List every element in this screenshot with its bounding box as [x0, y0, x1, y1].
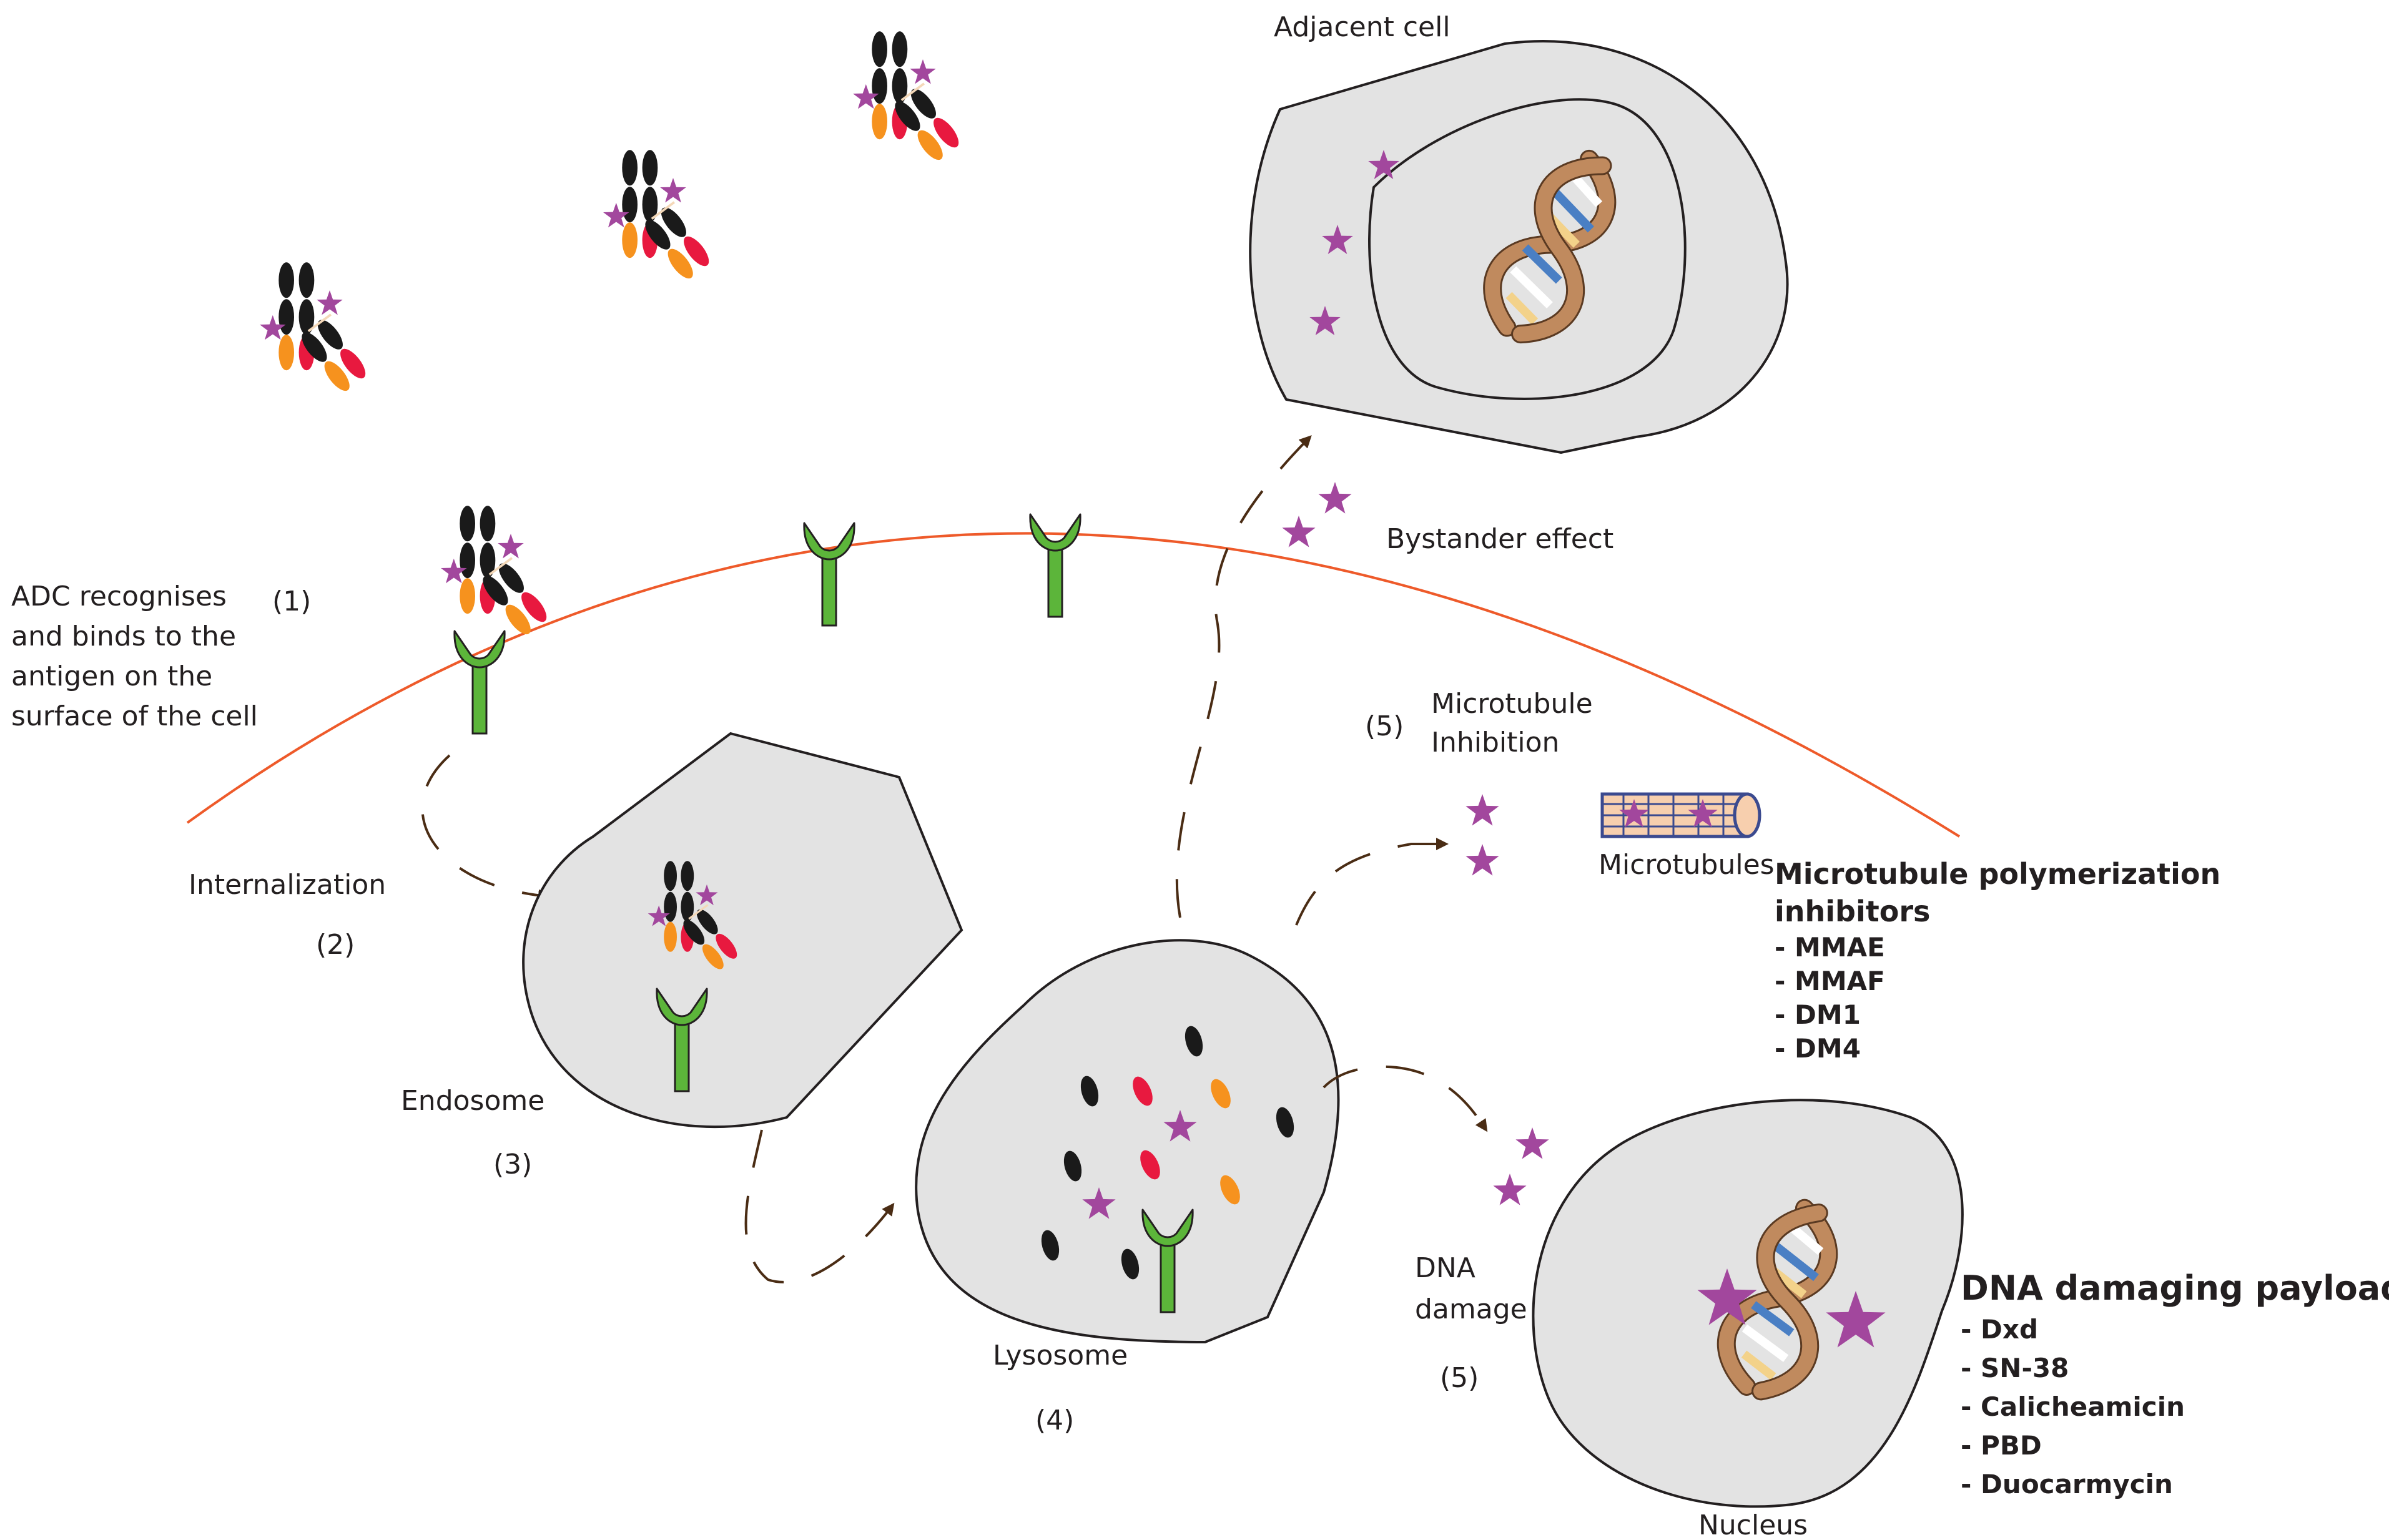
dna-damage-label: DNA damage	[1415, 1252, 1527, 1325]
svg-text:and binds to the: and binds to the	[11, 620, 236, 652]
dna-payloads-heading: DNA damaging payloads	[1961, 1268, 2389, 1308]
step5a-number: (5)	[1365, 710, 1404, 742]
dna-payload-item: - PBD	[1961, 1430, 2042, 1461]
cell-membrane	[186, 532, 1961, 838]
step1-description: ADC recognises and binds to the antigen …	[11, 581, 258, 732]
svg-text:antigen on the: antigen on the	[11, 660, 212, 692]
microtubule-inhibitors-heading: Microtubule polymerization	[1775, 857, 2220, 891]
microtubule-inhibitors-heading: inhibitors	[1775, 895, 1930, 928]
released-payload	[1493, 1174, 1527, 1205]
adjacent-cell-label: Adjacent cell	[1274, 11, 1451, 43]
bystander-label: Bystander effect	[1386, 523, 1613, 555]
step2-number: (2)	[316, 929, 355, 961]
internalization-arrow	[421, 754, 551, 902]
internalization-label: Internalization	[189, 869, 386, 901]
microtubule-arrow	[1295, 838, 1449, 926]
dna-payload-item: - Duocarmycin	[1961, 1469, 2173, 1499]
microtubule-inhibitor-item: - DM4	[1775, 1033, 1861, 1064]
bystander-arrow	[1175, 435, 1312, 918]
svg-text:surface of the cell: surface of the cell	[11, 700, 258, 732]
adc-bound-antibody	[441, 506, 551, 638]
adc-antibody	[603, 150, 713, 282]
dna-payload-item: - Dxd	[1961, 1314, 2038, 1345]
microtubule-inhibitors-block: Microtubule polymerization inhibitors - …	[1775, 857, 2220, 1064]
step3-number: (3)	[493, 1149, 532, 1180]
svg-text:DNA: DNA	[1415, 1252, 1475, 1284]
surface-antigen-bound	[453, 630, 506, 735]
svg-text:ADC recognises: ADC recognises	[11, 581, 227, 612]
svg-text:damage: damage	[1415, 1293, 1527, 1325]
step4-number: (4)	[1035, 1405, 1074, 1436]
microtubule-inhibitor-item: - DM1	[1775, 999, 1861, 1030]
svg-text:Microtubule: Microtubule	[1431, 688, 1593, 720]
dna-damage-arrow	[1323, 1065, 1488, 1132]
released-payload	[1465, 794, 1499, 826]
dna-payloads-block: DNA damaging payloads - Dxd - SN-38 - Ca…	[1961, 1268, 2389, 1499]
adc-antibody	[260, 262, 370, 395]
adc-antibody	[853, 31, 963, 164]
microtubule-inhibition-label: Microtubule Inhibition	[1431, 688, 1593, 758]
microtubule	[1600, 792, 1761, 838]
surface-antigen	[803, 522, 855, 627]
endosome	[522, 732, 963, 1129]
lysosome-contents	[1041, 1026, 1294, 1280]
microtubule-inhibitor-item: - MMAE	[1775, 932, 1885, 963]
svg-text:Inhibition: Inhibition	[1431, 727, 1559, 758]
lysosome	[915, 939, 1340, 1344]
microtubules-label: Microtubules	[1598, 849, 1775, 881]
dna-payload-item: - SN-38	[1961, 1353, 2069, 1383]
step1-number: (1)	[272, 586, 311, 617]
lysosome-label: Lysosome	[993, 1340, 1128, 1371]
bystander-payload	[1282, 516, 1316, 547]
step5b-number: (5)	[1440, 1362, 1479, 1394]
microtubule-inhibitor-item: - MMAF	[1775, 966, 1885, 996]
surface-antigen	[1029, 513, 1081, 618]
released-payload	[1515, 1127, 1549, 1159]
endosome-label: Endosome	[401, 1085, 544, 1117]
dna-payload-item: - Calicheamicin	[1961, 1391, 2185, 1422]
nucleus-label: Nucleus	[1698, 1509, 1808, 1540]
released-payload	[1465, 844, 1499, 876]
endosome-to-lysosome-arrow	[744, 1129, 895, 1283]
bystander-payload	[1318, 482, 1352, 514]
